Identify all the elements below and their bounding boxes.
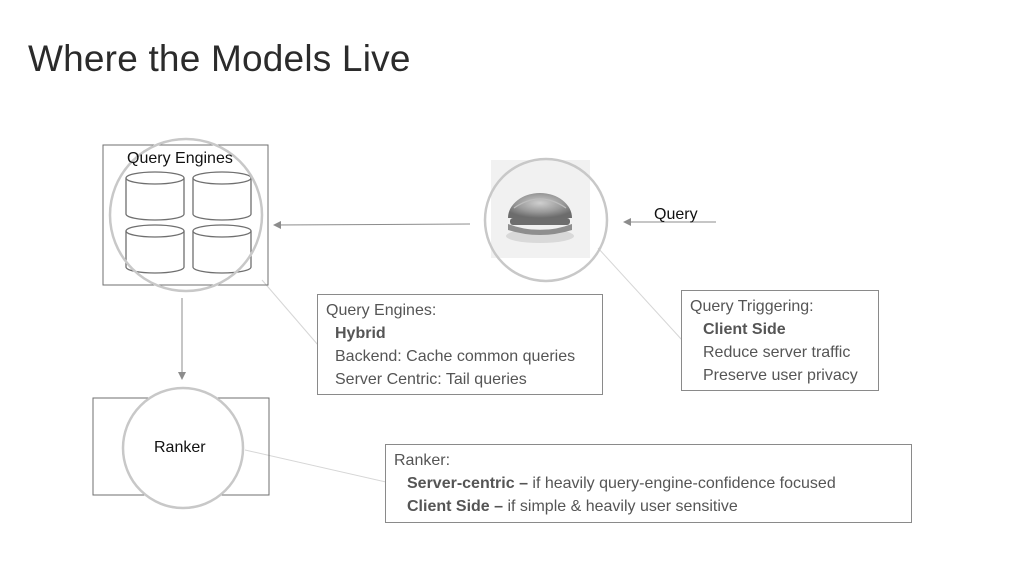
connector-query-triggering (597, 247, 683, 341)
connector-query-engines (261, 279, 319, 346)
query-engines-circle (108, 137, 264, 293)
query-engines-note: Query Engines: Hybrid Backend: Cache com… (317, 294, 603, 395)
note-line-bold: Client Side – (407, 498, 504, 515)
query-label: Query (654, 206, 698, 223)
note-heading: Query Triggering: (690, 298, 814, 315)
page-title: Where the Models Live (28, 38, 411, 79)
client-burger-icon (491, 160, 590, 258)
note-line-bold: Server-centric – (407, 475, 528, 492)
note-line: Reduce server traffic (703, 344, 851, 361)
ranker-circle (121, 386, 245, 510)
note-heading: Query Engines: (326, 302, 437, 319)
note-line: Server Centric: Tail queries (335, 371, 527, 388)
note-line: Client Side – if simple & heavily user s… (394, 495, 903, 518)
note-line-rest: if heavily query-engine-confidence focus… (527, 475, 836, 492)
note-line: Preserve user privacy (703, 367, 858, 384)
arrow-client-to-engines (273, 220, 471, 229)
connector-ranker (244, 449, 387, 483)
note-line: Server-centric – if heavily query-engine… (394, 472, 903, 495)
ranker-label: Ranker (154, 439, 206, 456)
query-engines-box (102, 144, 269, 286)
note-heading: Ranker: (394, 452, 451, 469)
database-icon (125, 224, 185, 274)
database-icon (192, 171, 252, 221)
note-line-rest: if simple & heavily user sensitive (503, 498, 738, 515)
client-circle (483, 157, 609, 283)
query-engines-label: Query Engines (127, 150, 233, 167)
note-line: Hybrid (335, 325, 386, 342)
ranker-note: Ranker: Server-centric – if heavily quer… (385, 444, 912, 523)
note-line: Backend: Cache common queries (335, 348, 576, 365)
database-icon (125, 171, 185, 221)
note-line: Client Side (703, 321, 786, 338)
database-icon (192, 224, 252, 274)
query-triggering-note: Query Triggering: Client Side Reduce ser… (681, 290, 879, 391)
